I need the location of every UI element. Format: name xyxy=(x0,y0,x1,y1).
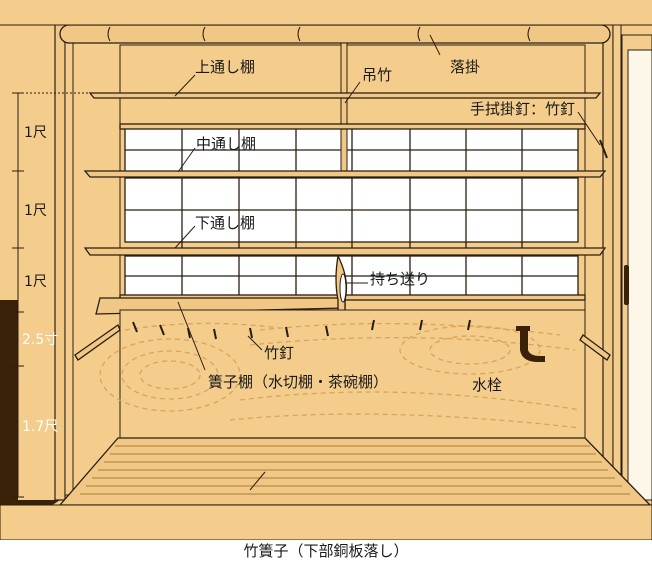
middle-shelf xyxy=(83,170,607,178)
drainboard-floor xyxy=(58,437,652,506)
mizuya-illustration xyxy=(0,0,652,541)
dimension-1: 1尺 xyxy=(24,125,47,141)
label-drainboard-shelf: 簀子棚（水切棚・茶碗棚） xyxy=(208,373,389,391)
label-lower-shelf: 下通し棚 xyxy=(195,214,256,232)
lower-shelf xyxy=(83,247,607,256)
label-upper-shelf: 上通し棚 xyxy=(195,58,256,76)
label-faucet: 水栓 xyxy=(472,376,503,394)
label-bracket: 持ち送り xyxy=(370,270,431,288)
lower-panel xyxy=(119,309,586,439)
door-handle xyxy=(624,265,629,305)
dimension-3: 1尺 xyxy=(24,274,47,290)
dimension-2: 1尺 xyxy=(24,203,47,219)
wood-grain xyxy=(99,322,581,429)
dimension-lines xyxy=(12,92,90,498)
upper-shelf xyxy=(88,92,602,99)
floor-slats xyxy=(80,445,630,495)
right-post-inner xyxy=(612,0,622,501)
sliding-door-panel xyxy=(627,49,652,501)
leader-lines xyxy=(174,34,601,491)
dimension-5: 1.7尺 xyxy=(22,419,59,435)
label-bamboo-nail: 竹釘 xyxy=(264,344,295,362)
faucet-icon xyxy=(516,326,545,362)
upper-rail xyxy=(119,123,586,130)
hanging-bamboo xyxy=(340,42,348,179)
label-towel-nail: 手拭掛釘：竹釘 xyxy=(470,100,576,118)
right-post-outer xyxy=(602,0,614,501)
floor-front xyxy=(0,504,652,541)
bamboo-nails xyxy=(132,139,608,340)
window-grid xyxy=(124,127,579,297)
dimension-4: 2.5寸 xyxy=(22,332,59,348)
ceiling xyxy=(0,0,652,25)
label-drop-beam: 落掛 xyxy=(450,58,481,76)
left-dark-panel xyxy=(0,300,18,500)
left-post-inner xyxy=(64,0,74,496)
caption: 竹簀子（下部銅板落し） xyxy=(243,542,409,560)
right-brace xyxy=(579,334,611,361)
label-middle-shelf: 中通し棚 xyxy=(196,135,257,153)
left-brace xyxy=(74,323,121,361)
label-hanging-bamboo: 吊竹 xyxy=(362,66,393,84)
